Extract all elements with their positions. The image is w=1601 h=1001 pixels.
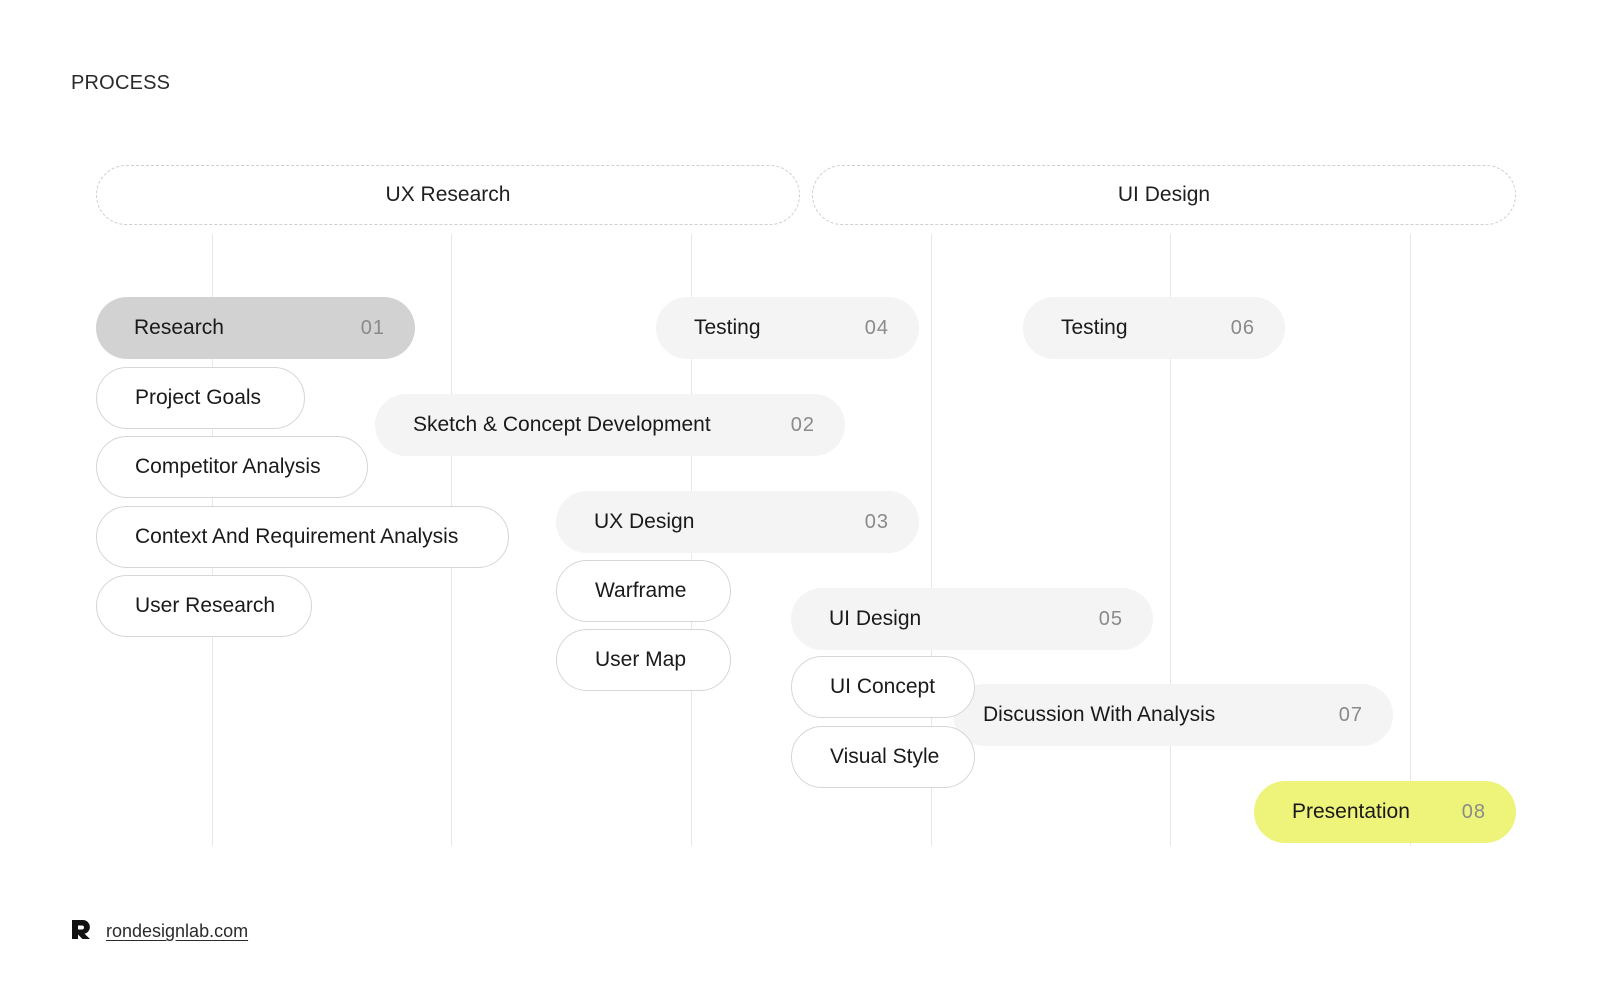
subtask-label: Competitor Analysis xyxy=(135,455,321,478)
step-research: Research 01 xyxy=(96,297,415,359)
step-number: 06 xyxy=(1230,316,1255,339)
subtask-context-analysis: Context And Requirement Analysis xyxy=(96,506,509,568)
subtask-competitor-analysis: Competitor Analysis xyxy=(96,436,368,498)
phase-ui-design: UI Design xyxy=(812,165,1516,225)
step-discussion: Discussion With Analysis 07 xyxy=(953,684,1393,746)
subtask-user-research: User Research xyxy=(96,575,312,637)
step-label: Presentation xyxy=(1292,800,1410,823)
phase-ux-research-label: UX Research xyxy=(385,183,511,206)
subtask-label: User Research xyxy=(135,594,276,617)
step-ui-design: UI Design 05 xyxy=(791,588,1153,650)
subtask-label: Warframe xyxy=(595,579,687,602)
step-number: 01 xyxy=(360,316,385,339)
subtask-label: UI Concept xyxy=(830,675,936,698)
step-label: Discussion With Analysis xyxy=(983,703,1216,726)
section-label: PROCESS xyxy=(71,72,171,94)
subtask-ui-concept: UI Concept xyxy=(791,656,975,718)
column-guide xyxy=(1170,234,1171,846)
step-presentation: Presentation 08 xyxy=(1254,781,1516,843)
step-label: UX Design xyxy=(594,510,695,533)
step-label: Sketch & Concept Development xyxy=(413,413,711,436)
subtask-user-map: User Map xyxy=(556,629,731,691)
step-label: Testing xyxy=(694,316,761,339)
step-testing-04: Testing 04 xyxy=(656,297,919,359)
step-number: 05 xyxy=(1098,607,1123,630)
subtask-warframe: Warframe xyxy=(556,560,731,622)
subtask-label: User Map xyxy=(595,648,687,671)
column-guide xyxy=(931,234,932,846)
step-sketch-concept: Sketch & Concept Development 02 xyxy=(375,394,845,456)
footer: rondesignlab.com xyxy=(70,918,248,945)
step-number: 04 xyxy=(864,316,889,339)
step-number: 07 xyxy=(1338,703,1363,726)
ron-logo-icon xyxy=(70,918,92,945)
subtask-label: Visual Style xyxy=(830,745,940,768)
phase-ui-design-label: UI Design xyxy=(1117,183,1211,206)
footer-site-link[interactable]: rondesignlab.com xyxy=(106,921,249,941)
subtask-label: Project Goals xyxy=(135,386,262,409)
subtask-visual-style: Visual Style xyxy=(791,726,975,788)
step-label: Testing xyxy=(1061,316,1128,339)
step-number: 03 xyxy=(864,510,889,533)
step-number: 08 xyxy=(1461,800,1486,823)
subtask-label: Context And Requirement Analysis xyxy=(135,525,459,548)
step-number: 02 xyxy=(790,413,815,436)
subtask-project-goals: Project Goals xyxy=(96,367,305,429)
phase-ux-research: UX Research xyxy=(96,165,800,225)
step-label: UI Design xyxy=(829,607,922,630)
step-ux-design: UX Design 03 xyxy=(556,491,919,553)
step-testing-06: Testing 06 xyxy=(1023,297,1285,359)
step-label: Research xyxy=(134,316,224,339)
column-guide xyxy=(1410,234,1411,846)
